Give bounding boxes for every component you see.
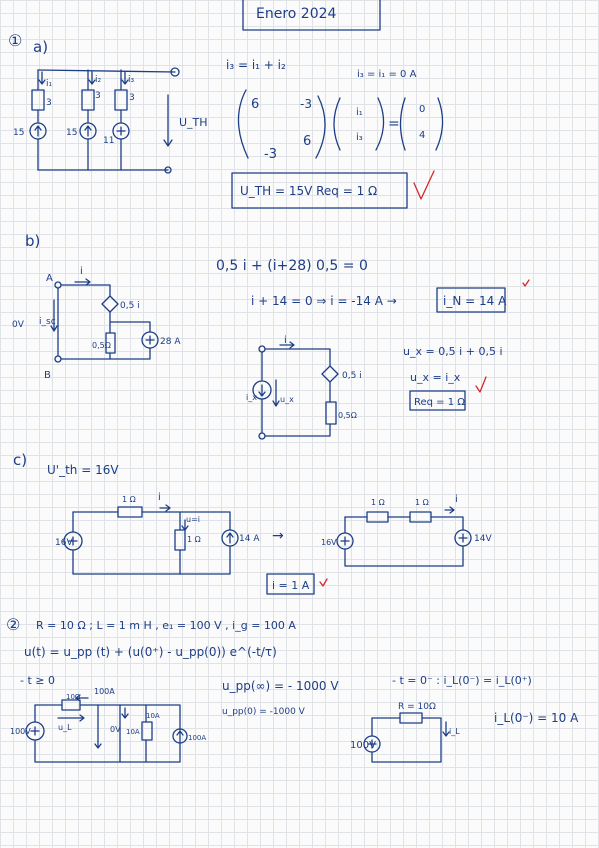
label-r1: 3 <box>46 98 52 108</box>
svg-text:16V: 16V <box>55 538 73 548</box>
svg-text:0V: 0V <box>12 320 25 330</box>
header-box: Enero 2024 <box>242 0 381 31</box>
circuit-1b-right <box>252 341 339 440</box>
svg-text:1 Ω: 1 Ω <box>122 495 136 504</box>
result-box-1a <box>231 172 408 209</box>
equation-zero: i₃ = i₁ = 0 A <box>357 69 417 80</box>
check-mark-1a <box>413 170 435 200</box>
circuit-1b-left <box>50 278 159 363</box>
svg-text:A: A <box>46 273 53 284</box>
svg-text:0,5Ω: 0,5Ω <box>92 341 111 350</box>
equation-1b-4: u_x = i_x <box>410 371 461 384</box>
svg-text:i: i <box>284 335 287 346</box>
svg-text:i₃: i₃ <box>356 132 363 143</box>
svg-text:-3: -3 <box>300 97 312 111</box>
svg-text:0: 0 <box>419 104 425 115</box>
circuit-1c-right <box>336 506 472 567</box>
svg-text:1 Ω: 1 Ω <box>371 498 385 507</box>
svg-text:100A: 100A <box>188 734 206 742</box>
circuit-1a <box>29 67 180 174</box>
svg-text:10Ω: 10Ω <box>66 693 81 701</box>
svg-text:28 A: 28 A <box>160 337 181 347</box>
label-i3: i₃ <box>128 75 135 85</box>
problem2-given: R = 10 Ω ; L = 1 m H , e₁ = 100 V , i_g … <box>36 619 296 632</box>
upp-zero: u_pp(0) = -1000 V <box>222 707 306 717</box>
t0-label: - t = 0⁻ : i_L(0⁻) = i_L(0⁺) <box>392 674 532 687</box>
svg-text:u_L: u_L <box>58 723 72 732</box>
problem2-number: ② <box>6 615 20 634</box>
svg-text:i_x: i_x <box>246 393 257 402</box>
svg-text:i: i <box>158 492 161 503</box>
equation-1b-2: i + 14 = 0 ⇒ i = -14 A → <box>251 294 397 308</box>
label-vth: U_TH <box>179 116 208 129</box>
part-c-label: c) <box>13 451 27 469</box>
svg-text:i: i <box>80 266 83 277</box>
svg-text:10A: 10A <box>146 712 160 720</box>
svg-text:100V: 100V <box>10 727 31 736</box>
svg-text:0,5 i: 0,5 i <box>342 371 362 381</box>
svg-text:i₁: i₁ <box>356 107 363 118</box>
svg-text:u_x: u_x <box>280 395 294 404</box>
svg-text:6: 6 <box>303 134 311 149</box>
upp-infinity: u_pp(∞) = - 1000 V <box>222 679 339 693</box>
svg-text:B: B <box>44 370 51 381</box>
check-mark-1b-1 <box>522 279 530 287</box>
result-box-1b-1 <box>436 287 506 313</box>
result-1b-2: Req = 1 Ω <box>414 397 465 408</box>
arrow-right: → <box>272 528 284 544</box>
result-box-1b-2 <box>409 390 466 411</box>
equation-currents: i₃ = i₁ + i₂ <box>226 58 286 72</box>
svg-text:14V: 14V <box>474 534 492 544</box>
circuit-1c-left <box>63 504 239 575</box>
svg-text:4: 4 <box>419 130 425 141</box>
svg-text:i: i <box>455 494 458 505</box>
label-s2: 15 <box>66 128 77 138</box>
part-b-label: b) <box>25 232 40 250</box>
svg-text:14 A: 14 A <box>239 534 260 544</box>
label-i1: i₁ <box>46 79 53 89</box>
svg-text:-3: -3 <box>264 147 277 162</box>
matrix-equation: 6 -3 -3 6 i₁ i₃ = 0 4 <box>237 89 444 162</box>
svg-text:0V: 0V <box>110 725 121 734</box>
svg-text:100A: 100A <box>94 687 115 696</box>
check-mark-1c <box>319 578 328 587</box>
equals-sign: = <box>388 116 400 132</box>
result-1a: U_TH = 15V Req = 1 Ω <box>240 184 377 198</box>
part-a-label: a) <box>33 38 48 56</box>
il-zero: i_L(0⁻) = 10 A <box>494 711 579 725</box>
svg-text:1 Ω: 1 Ω <box>187 535 201 544</box>
problem2-t-label: - t ≥ 0 <box>20 674 55 687</box>
result-box-1c <box>266 573 315 595</box>
equation-1b-1: 0,5 i + (i+28) 0,5 = 0 <box>216 258 368 274</box>
label-s3: 11 <box>103 136 114 146</box>
svg-text:6: 6 <box>251 97 259 112</box>
label-s1: 15 <box>13 128 24 138</box>
label-r3: 3 <box>129 93 135 103</box>
page-title: Enero 2024 <box>256 6 337 22</box>
equation-1b-3: u_x = 0,5 i + 0,5 i <box>403 345 503 358</box>
circuit-2-left <box>25 694 188 763</box>
result-1b-1: i_N = 14 A <box>443 294 507 308</box>
svg-text:0,5Ω: 0,5Ω <box>338 411 357 420</box>
equation-1c: U'_th = 16V <box>47 463 119 477</box>
label-i2: i₂ <box>95 75 102 85</box>
problem1-number: ① <box>8 31 22 50</box>
svg-text:16V: 16V <box>321 538 337 547</box>
label-r2: 3 <box>95 91 101 101</box>
circuit-2-right <box>363 712 450 763</box>
svg-text:R = 10Ω: R = 10Ω <box>398 702 436 712</box>
result-1c: i = 1 A <box>272 579 310 592</box>
problem2-formula: u(t) = u_pp (t) + (u(0⁺) - u_pp(0)) e^(-… <box>24 645 277 659</box>
svg-text:10A: 10A <box>126 728 140 736</box>
svg-text:u=i: u=i <box>186 515 200 524</box>
svg-text:1 Ω: 1 Ω <box>415 498 429 507</box>
svg-text:i_sc: i_sc <box>39 317 56 327</box>
svg-text:100V: 100V <box>350 740 376 751</box>
check-mark-1b-2 <box>475 376 487 393</box>
svg-text:0,5 i: 0,5 i <box>120 301 140 311</box>
svg-text:i_L: i_L <box>449 727 460 736</box>
